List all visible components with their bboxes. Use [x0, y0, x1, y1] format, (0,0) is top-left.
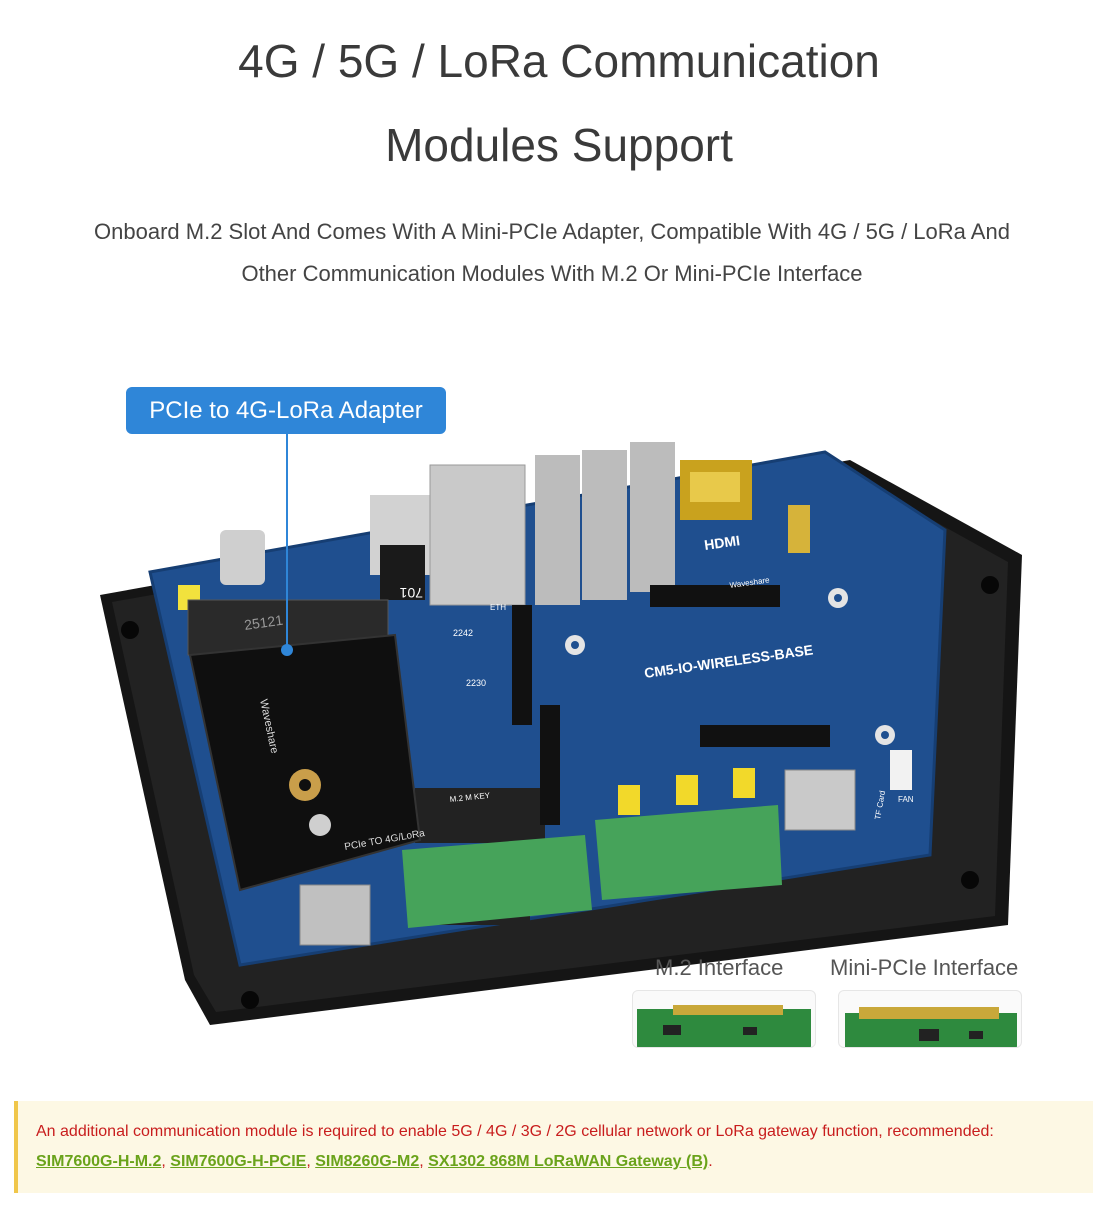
adapter-code: 25121	[243, 612, 284, 633]
page-title-line2: Modules Support	[385, 119, 733, 171]
fan-label: FAN	[898, 795, 914, 804]
hdmi-label: HDMI	[703, 532, 741, 553]
notice-end: .	[708, 1153, 713, 1170]
link-separator: ,	[419, 1153, 429, 1170]
link-sx1302-gateway[interactable]: SX1302 868M LoRaWAN Gateway (B)	[428, 1153, 709, 1170]
page-subtitle: Onboard M.2 Slot And Comes With A Mini-P…	[40, 211, 1064, 295]
mini-pcie-interface-image	[838, 990, 1022, 1048]
m2-interface-image	[632, 990, 816, 1048]
link-sim8260g-m2[interactable]: SIM8260G-M2	[315, 1153, 420, 1170]
notice-text: An additional communication module is re…	[36, 1123, 994, 1140]
m2-key-label: M.2 M KEY	[449, 791, 491, 804]
slot-2242-label: 2242	[453, 628, 473, 638]
callout-line	[286, 434, 288, 648]
subtitle-line1: Onboard M.2 Slot And Comes With A Mini-P…	[94, 219, 1010, 244]
adapter-callout: PCIe to 4G-LoRa Adapter	[126, 387, 446, 434]
link-separator: ,	[161, 1153, 171, 1170]
product-image: Waveshare PCIe TO 4G/LoRa 25121 CM5-IO-W…	[100, 442, 1022, 1025]
m2-interface-label: M.2 Interface	[655, 955, 784, 980]
eth-label: ETH	[490, 603, 506, 612]
callout-dot	[281, 644, 293, 656]
mini-pcie-interface-label: Mini-PCIe Interface	[830, 955, 1019, 980]
slot-2230-label: 2230	[466, 678, 486, 688]
chip-701-label: 701	[399, 585, 423, 601]
subtitle-line2: Other Communication Modules With M.2 Or …	[241, 261, 863, 286]
link-sim7600g-h-pcie[interactable]: SIM7600G-H-PCIE	[170, 1153, 307, 1170]
requirement-notice: An additional communication module is re…	[14, 1101, 1093, 1193]
page-title-line1: 4G / 5G / LoRa Communication	[238, 35, 880, 87]
link-separator: ,	[306, 1153, 316, 1170]
link-sim7600g-h-m2[interactable]: SIM7600G-H-M.2	[36, 1153, 162, 1170]
